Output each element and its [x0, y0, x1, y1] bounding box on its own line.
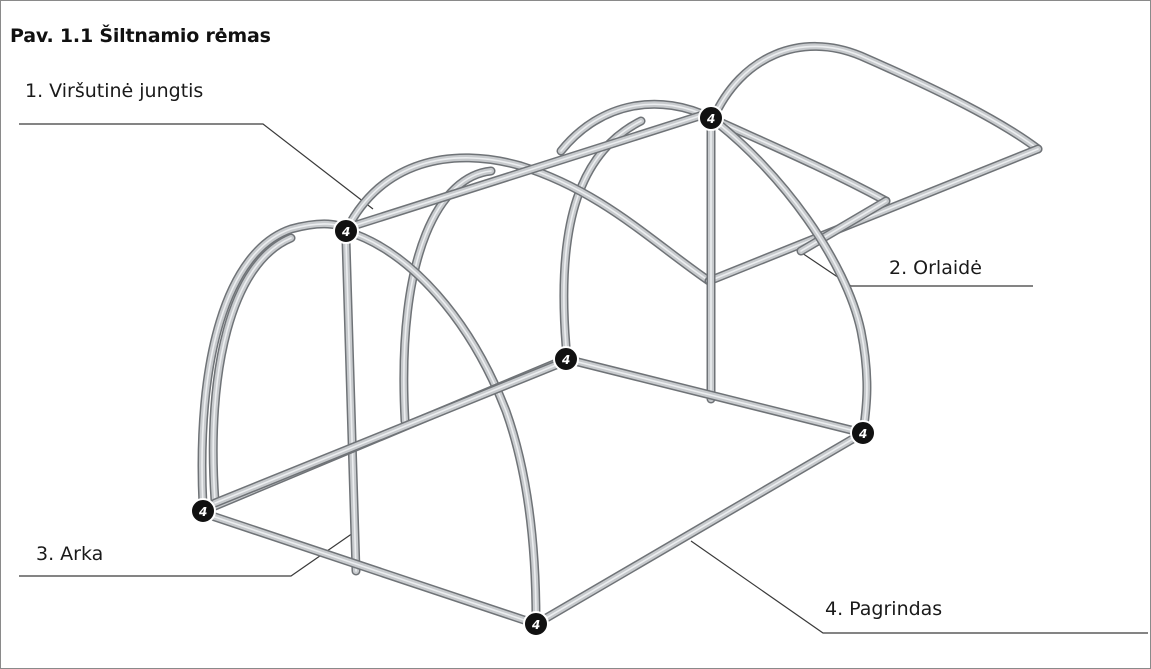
pipe-vertical-front [341, 236, 361, 576]
pipe-vent-side [796, 196, 891, 256]
figure-title: Pav. 1.1 Šiltnamio rėmas [10, 25, 271, 47]
callout-top-connector: 1. Viršutinė jungtis [25, 80, 204, 102]
svg-text:4: 4 [531, 618, 540, 632]
leader-line-top-connector [19, 123, 374, 210]
pipe-arch-front-left [197, 219, 351, 511]
leader-lines [19, 123, 1148, 634]
svg-text:4: 4 [706, 112, 715, 126]
connector-badge: 4 [553, 346, 579, 372]
pipe-base-front [198, 508, 541, 629]
pipe-base-back [561, 354, 868, 438]
pipe-vent-arch [708, 41, 1043, 154]
pipe-top-connector [348, 108, 714, 231]
svg-text:4: 4 [858, 427, 867, 441]
callout-arch: 3. Arka [36, 543, 104, 565]
pipe-arch-front-main [341, 226, 541, 626]
connector-badge: 4 [333, 218, 359, 244]
connector-badges: 4 4 4 4 4 4 [190, 105, 876, 637]
leader-line-vent [798, 250, 1033, 287]
svg-text:4: 4 [561, 353, 570, 367]
connector-badge: 4 [190, 498, 216, 524]
pipe-arch-back-right [706, 113, 872, 438]
pipe-vent-bottom [704, 144, 1043, 286]
pipe-arch-front-left-2 [208, 233, 296, 506]
leader-line-arch [19, 532, 354, 577]
callout-vent: 2. Orlaidė [889, 257, 982, 279]
connector-badge: 4 [523, 611, 549, 637]
callout-base: 4. Pagrindas [825, 598, 943, 620]
connector-badge: 4 [850, 420, 876, 446]
pipe-arch-mid-inner [559, 116, 646, 351]
pipe-arch-back-inner [399, 166, 496, 426]
pipe-base-left-2 [210, 358, 566, 508]
connector-badge: 4 [698, 105, 724, 131]
pipe-arch-ridge-front [341, 153, 714, 286]
greenhouse-pipes [197, 41, 1043, 629]
svg-text:4: 4 [341, 225, 350, 239]
svg-text:4: 4 [198, 505, 207, 519]
pipe-base-right [531, 428, 868, 629]
leader-line-base [690, 540, 1148, 634]
